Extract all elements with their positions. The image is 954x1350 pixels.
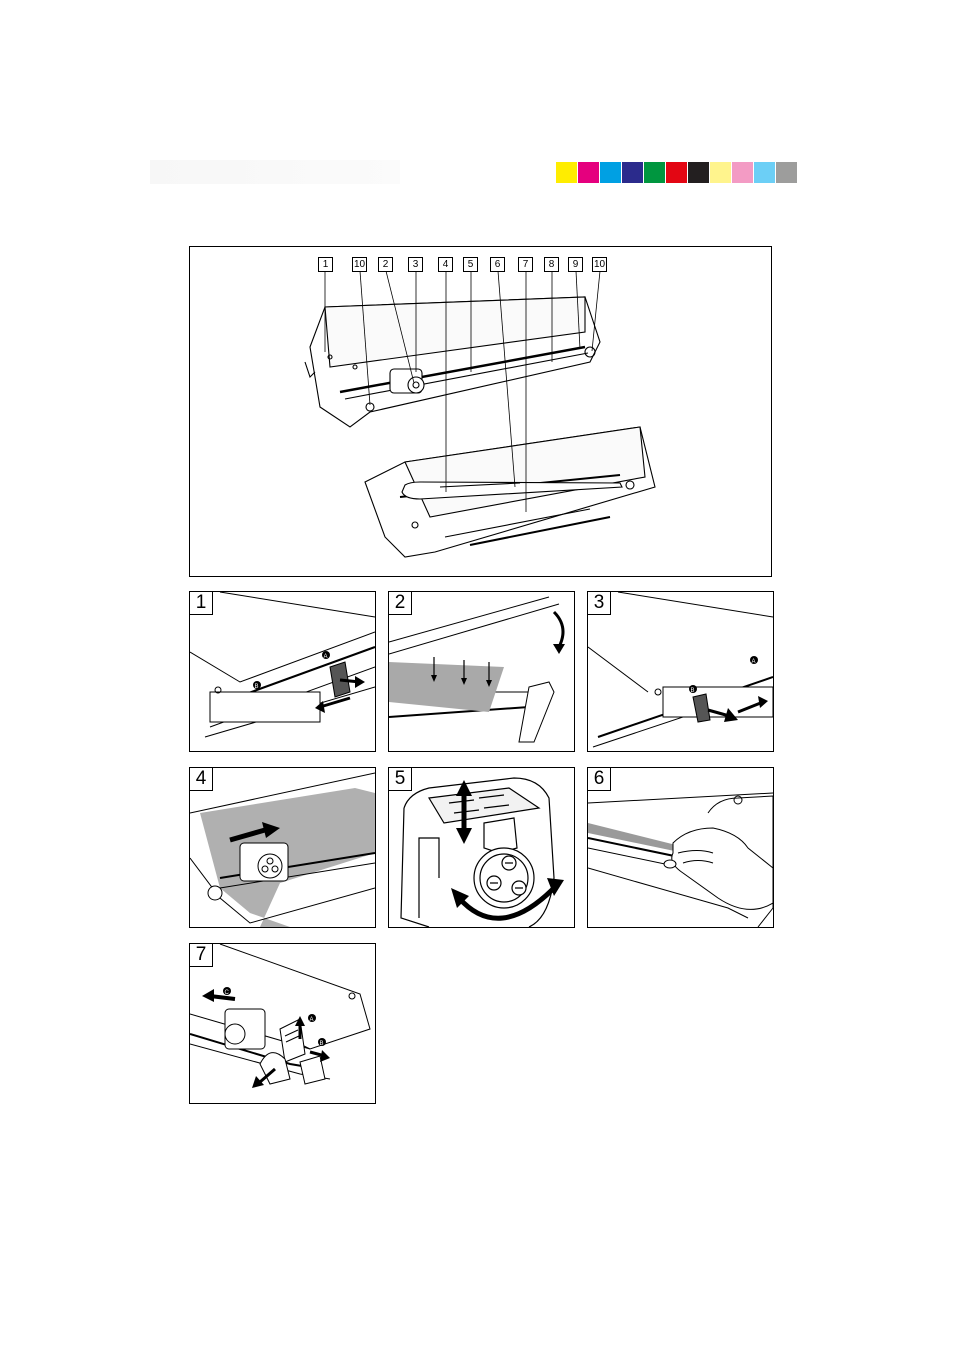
step-6-panel: 6 (587, 767, 774, 928)
step-6-drawing (588, 768, 773, 927)
trimmer-overview-drawing (190, 247, 771, 576)
step-number: 3 (588, 592, 611, 615)
step-4-panel: 4 (189, 767, 376, 928)
color-swatch (644, 162, 665, 183)
step-2-panel: 2 (388, 591, 575, 752)
color-swatch (666, 162, 687, 183)
marker-b: B (691, 688, 695, 694)
marker-b: B (320, 1041, 324, 1047)
color-swatch (754, 162, 775, 183)
step-number: 5 (389, 768, 412, 791)
callout-label: 6 (490, 257, 505, 272)
marker-b: B (255, 684, 259, 690)
callout-label: 3 (408, 257, 423, 272)
step-number: 4 (190, 768, 213, 791)
callout-label: 4 (438, 257, 453, 272)
callout-label: 9 (568, 257, 583, 272)
color-swatch (600, 162, 621, 183)
color-swatch (556, 162, 577, 183)
color-swatch (776, 162, 797, 183)
callout-label: 10 (592, 257, 607, 272)
callout-label: 5 (463, 257, 478, 272)
step-1-drawing: A B (190, 592, 375, 751)
marker-c: C (225, 990, 230, 996)
step-7-panel: 7 A B C (189, 943, 376, 1104)
print-color-bar (556, 162, 798, 183)
step-5-panel: 5 (388, 767, 575, 928)
step-3-drawing: A B (588, 592, 773, 751)
step-number: 2 (389, 592, 412, 615)
step-2-drawing (389, 592, 574, 751)
color-swatch (710, 162, 731, 183)
marker-a: A (752, 659, 756, 665)
callout-label: 10 (352, 257, 367, 272)
step-4-drawing (190, 768, 375, 927)
color-swatch (688, 162, 709, 183)
marker-a: A (310, 1017, 314, 1023)
header-blank-band (150, 160, 400, 184)
overview-diagram (189, 246, 772, 577)
callout-label: 2 (378, 257, 393, 272)
callout-label: 8 (544, 257, 559, 272)
color-swatch (578, 162, 599, 183)
step-3-panel: 3 A B (587, 591, 774, 752)
step-number: 1 (190, 592, 213, 615)
color-swatch (732, 162, 753, 183)
callout-label: 7 (518, 257, 533, 272)
step-7-drawing: A B C (190, 944, 375, 1103)
step-number: 7 (190, 944, 213, 967)
color-swatch (622, 162, 643, 183)
marker-a: A (324, 654, 328, 660)
step-5-drawing (389, 768, 574, 927)
step-1-panel: 1 A B (189, 591, 376, 752)
step-number: 6 (588, 768, 611, 791)
callout-label: 1 (318, 257, 333, 272)
